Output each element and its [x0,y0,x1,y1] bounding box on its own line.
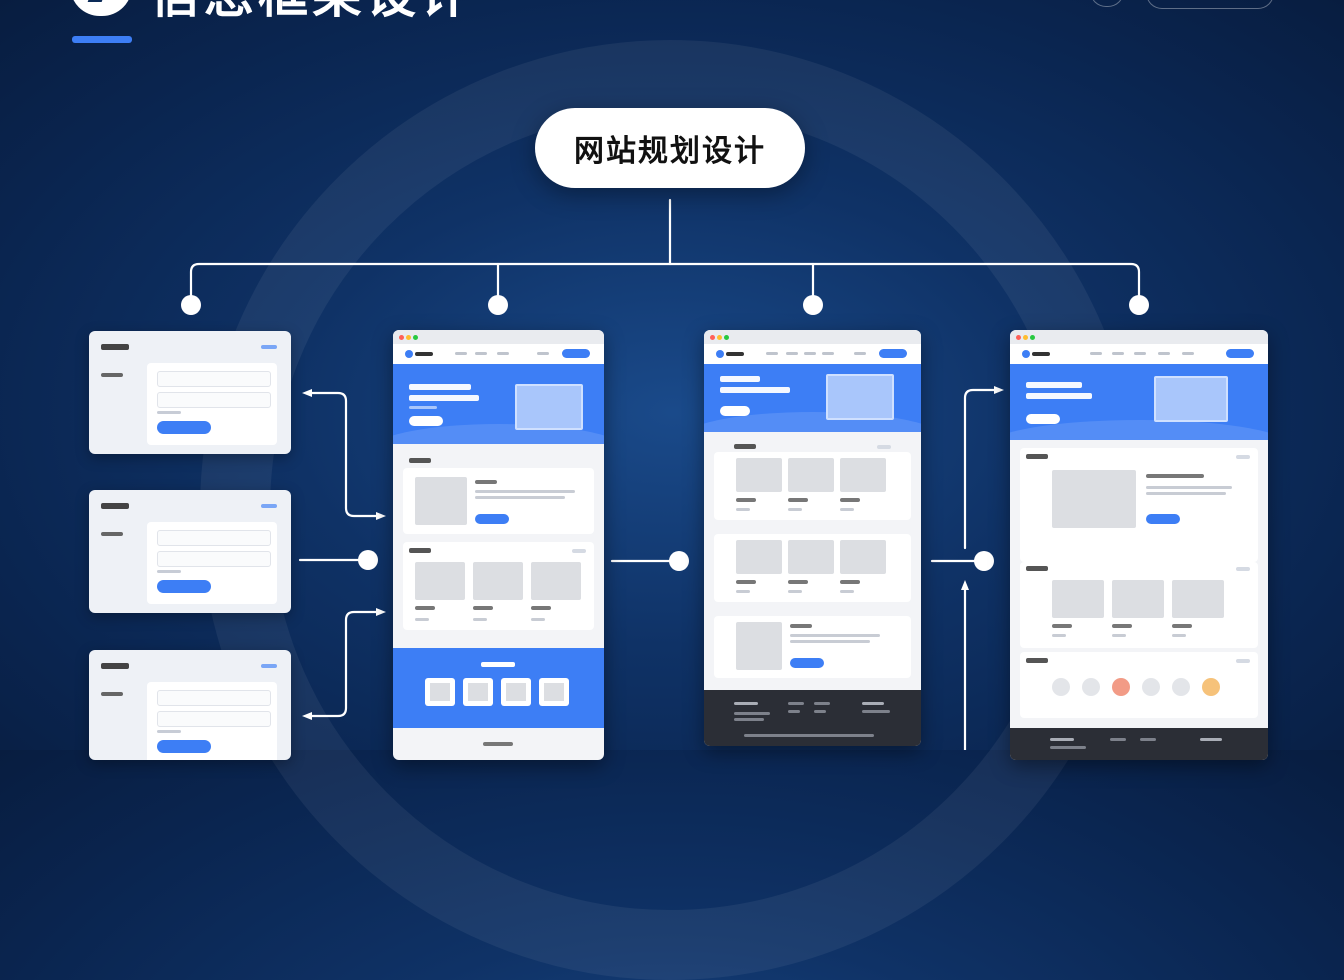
form-card-1 [89,331,291,454]
form-card-panel [147,682,277,760]
form-card-title [101,663,129,669]
form-card-link [261,504,277,508]
form-card-button [157,580,211,593]
mockup-section [403,542,594,630]
form-card-hint [157,570,181,573]
mockup-nav [704,344,921,364]
form-card-label [101,532,123,536]
mockup-footer [1010,728,1268,760]
form-card-panel [147,522,277,604]
form-card-button [157,421,211,434]
mockup-section [1020,562,1258,648]
form-card-3 [89,650,291,760]
form-card-link [261,345,277,349]
form-card-button [157,740,211,753]
mockup-hero [393,364,604,444]
form-card-hint [157,730,181,733]
website-mockup-home [393,330,604,760]
mockup-feature-strip [393,648,604,728]
page-title: 信息框架设计 [150,0,474,20]
mockup-section [1020,652,1258,718]
form-card-title [101,503,129,509]
form-card-input [157,690,271,706]
mockup-nav [1010,344,1268,364]
form-card-input [157,371,271,387]
form-card-2 [89,490,291,613]
form-card-input [157,711,271,727]
mockup-footer [704,690,921,746]
mockup-section [403,468,594,534]
form-card-input [157,551,271,567]
mockup-section [714,534,911,602]
website-mockup-detail [1010,330,1268,760]
mockup-nav [393,344,604,364]
tree-connectors [0,0,1344,750]
root-node: 网站规划设计 [535,108,805,188]
title-underline [72,36,132,43]
form-card-panel [147,363,277,445]
form-card-input [157,530,271,546]
form-card-link [261,664,277,668]
website-mockup-list [704,330,921,746]
form-card-label [101,373,123,377]
form-card-label [101,692,123,696]
mockup-section [714,452,911,520]
mockup-section [1020,448,1258,562]
mockup-hero [704,364,921,432]
form-card-input [157,392,271,408]
form-card-hint [157,411,181,414]
mockup-hero [1010,364,1268,440]
logo-icon [70,0,132,16]
mockup-section [714,616,911,678]
form-card-title [101,344,129,350]
